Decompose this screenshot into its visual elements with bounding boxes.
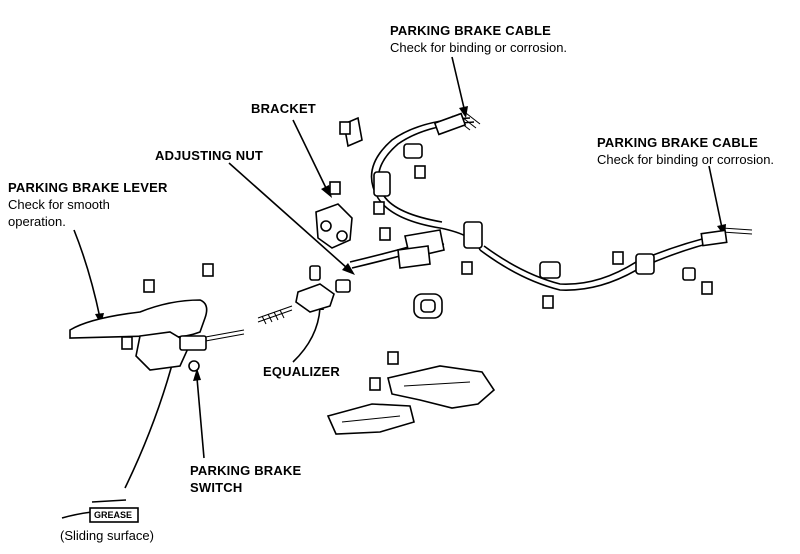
heat-shields — [326, 365, 496, 435]
cable-ends — [433, 109, 753, 247]
label-switch-1: PARKING BRAKE — [190, 463, 302, 478]
label-sliding-surface: (Sliding surface) — [60, 528, 154, 543]
label-cable-right-title: PARKING BRAKE CABLE — [597, 135, 759, 150]
parking-brake-lever — [69, 299, 245, 372]
label-lever-note-1: Check for smooth — [8, 197, 110, 212]
bolts — [121, 121, 713, 391]
label-bracket: BRACKET — [251, 101, 316, 116]
label-adjusting-nut: ADJUSTING NUT — [155, 148, 264, 163]
label-switch-2: SWITCH — [190, 480, 243, 495]
label-cable-top-note: Check for binding or corrosion. — [390, 40, 568, 55]
label-equalizer: EQUALIZER — [263, 364, 340, 379]
cable-brackets — [373, 143, 655, 279]
label-cable-right-note: Check for binding or corrosion. — [597, 152, 775, 167]
label-grease: GREASE — [94, 510, 133, 520]
grommet — [413, 293, 443, 319]
label-cable-top-title: PARKING BRAKE CABLE — [390, 23, 552, 38]
label-lever-title: PARKING BRAKE LEVER — [8, 180, 168, 195]
equalizer-part — [257, 265, 351, 325]
grease-fitting — [61, 499, 139, 523]
label-lever-note-2: operation. — [8, 214, 66, 229]
